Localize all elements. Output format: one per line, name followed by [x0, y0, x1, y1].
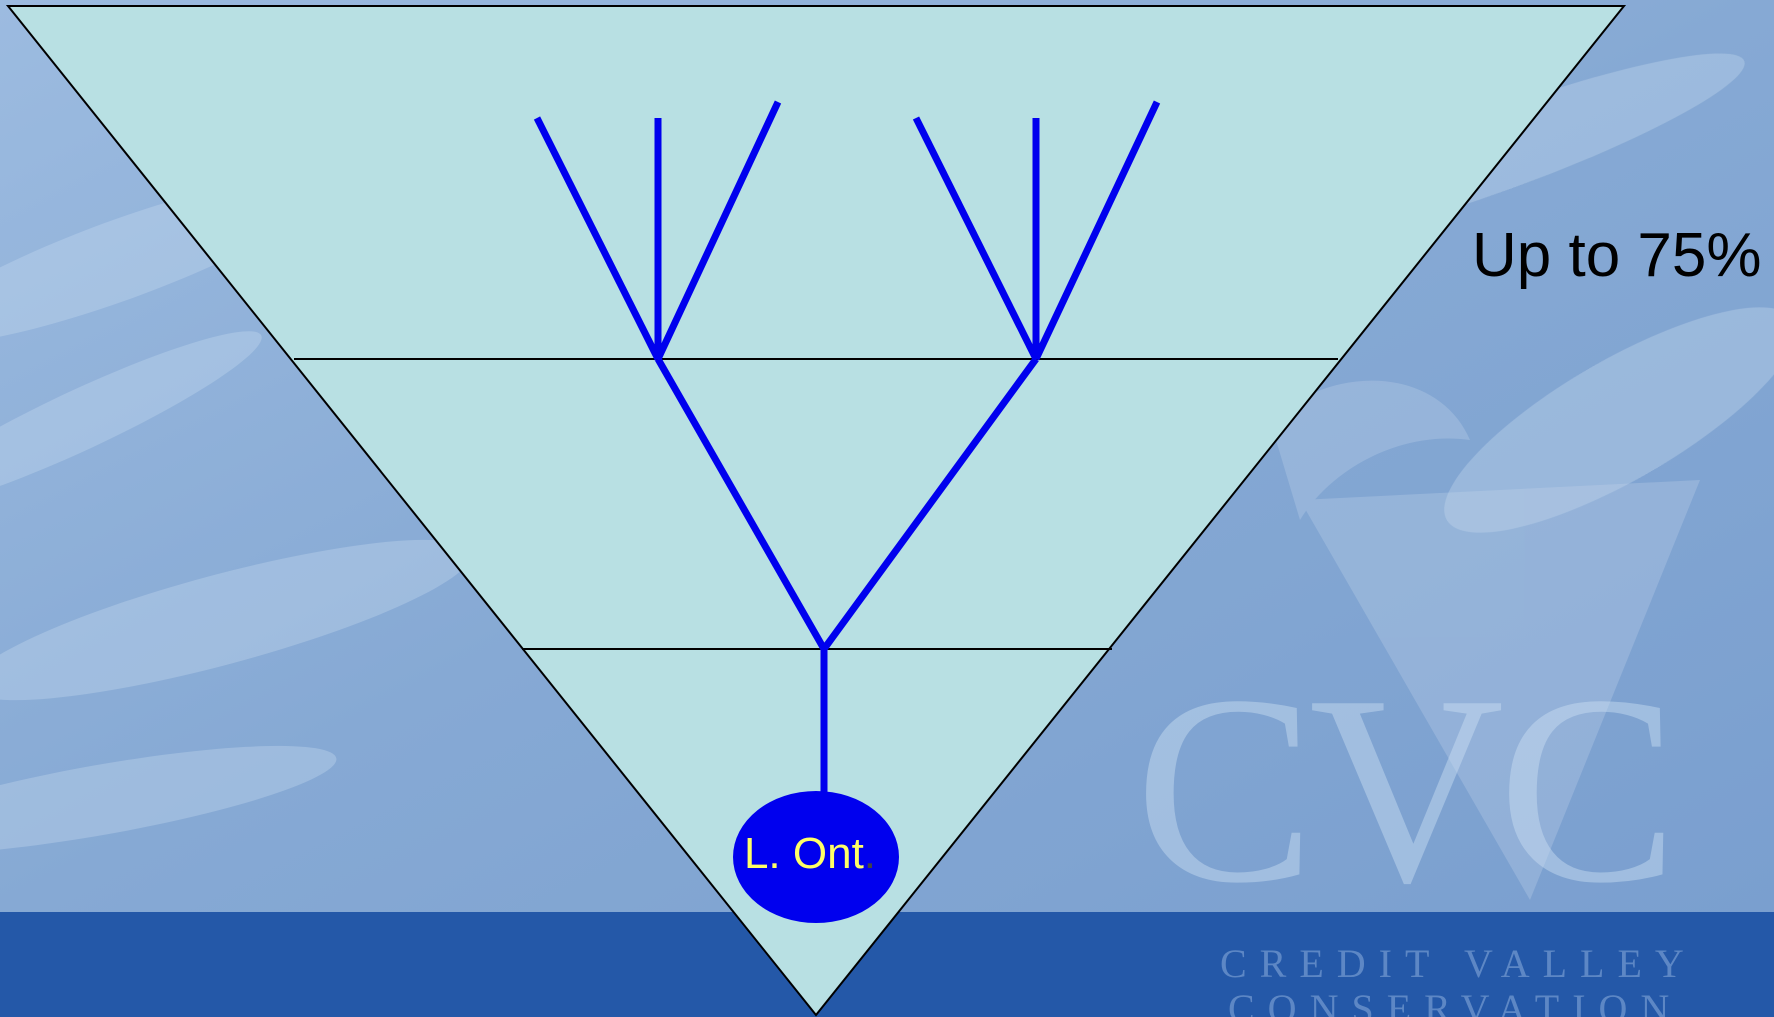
percent-label: Up to 75% — [1472, 221, 1762, 290]
lake-ontario-outlet — [733, 791, 899, 923]
stream-left-branch-3 — [654, 100, 782, 361]
logo-text-line-1: CREDIT VALLEY — [1220, 941, 1697, 986]
logo-text-line-2: CONSERVATION — [1228, 986, 1683, 1017]
outlet-label: L. Ont. — [744, 829, 876, 878]
stream-right-branch-3 — [1032, 100, 1161, 361]
bottom-band — [0, 912, 1774, 1017]
stream-network — [533, 100, 1161, 795]
stream-mid-right — [821, 356, 1039, 652]
watershed-triangle — [5, 5, 1627, 1017]
logo-wordmark: CVC — [1135, 640, 1678, 939]
logo-leaf-mark — [1270, 380, 1700, 900]
stream-left-branch-1 — [533, 116, 662, 361]
stream-mid-left — [654, 357, 828, 651]
stream-right-branch-1 — [912, 116, 1040, 361]
outlet-label-dot: . — [864, 829, 876, 878]
